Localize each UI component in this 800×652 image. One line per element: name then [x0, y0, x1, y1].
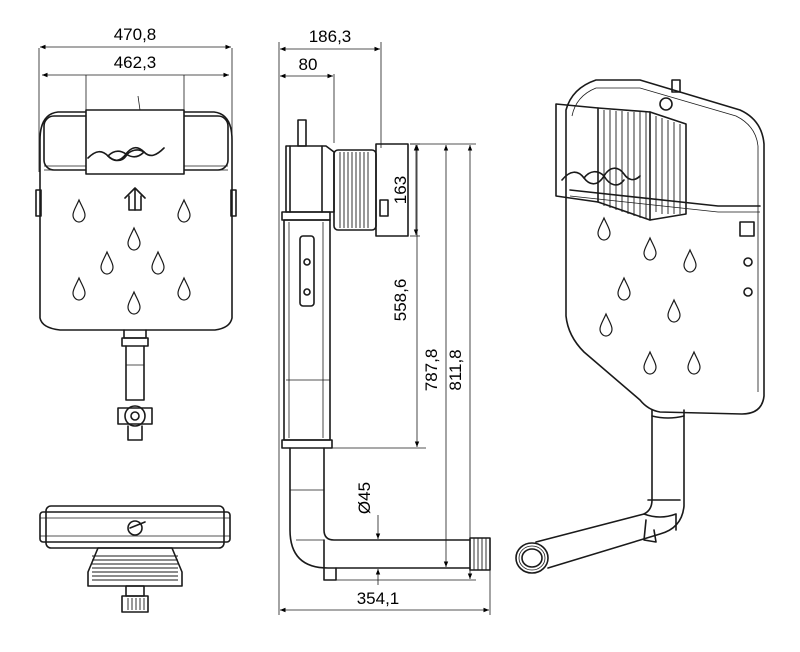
- dim-label-354: 354,1: [357, 589, 400, 608]
- dimension-front-inner-width: 462,3: [42, 53, 229, 78]
- water-drops-front: [72, 199, 191, 315]
- water-drop-icon: [100, 251, 114, 275]
- wave-logo-icon: [561, 167, 641, 186]
- dimension-front-outer-width: 470,8: [38, 25, 233, 172]
- water-drop-icon: [72, 199, 86, 223]
- water-drop-icon: [683, 249, 697, 273]
- dimension-outlet-length: 354,1: [280, 570, 491, 615]
- flange-ribs: [339, 152, 369, 228]
- water-drop-icon: [72, 277, 86, 301]
- water-drop-icon: [127, 291, 141, 315]
- dim-label-558: 558,6: [391, 279, 410, 322]
- dim-label-163: 163: [391, 176, 410, 204]
- dimension-side-depth: 186,3: [278, 27, 382, 615]
- water-drop-icon: [597, 217, 611, 241]
- water-drop-icon: [127, 227, 141, 251]
- dimension-pipe-diameter: Ø45: [355, 482, 381, 585]
- plate-ribs: [603, 110, 681, 219]
- water-drop-icon: [177, 277, 191, 301]
- dimension-side-80: 80: [280, 55, 335, 143]
- dim-label-787: 787,8: [422, 349, 441, 392]
- wave-logo-icon: [87, 146, 165, 162]
- water-drop-icon: [177, 199, 191, 223]
- dimension-side-163: 163: [391, 143, 420, 237]
- dim-label-diameter: Ø45: [355, 482, 374, 514]
- dim-label-470: 470,8: [114, 25, 157, 44]
- collar-threads: [92, 555, 178, 581]
- dim-label-186: 186,3: [309, 27, 352, 46]
- dim-label-811: 811,8: [446, 349, 465, 390]
- dimension-side-787: 787,8: [410, 143, 476, 567]
- water-drop-icon: [617, 277, 631, 301]
- dim-label-80: 80: [299, 55, 318, 74]
- front-view: 470,8 462,3: [35, 25, 237, 441]
- water-drop-icon: [643, 351, 657, 375]
- up-arrow-icon: [124, 187, 146, 211]
- water-drop-icon: [687, 351, 701, 375]
- water-drop-icon: [151, 251, 165, 275]
- dimension-side-811: 811,8: [336, 145, 476, 581]
- water-drop-icon: [643, 237, 657, 261]
- dim-label-462: 462,3: [114, 53, 157, 72]
- front-tank-body: [35, 75, 237, 441]
- isometric-view: [515, 79, 765, 574]
- water-drop-icon: [599, 313, 613, 337]
- side-view: 186,3 80: [278, 27, 491, 615]
- dimension-side-558: 558,6: [330, 145, 426, 449]
- plan-view: [39, 505, 231, 613]
- water-drops-iso: [597, 217, 701, 375]
- side-tank-body: [281, 119, 491, 581]
- water-drop-icon: [667, 299, 681, 323]
